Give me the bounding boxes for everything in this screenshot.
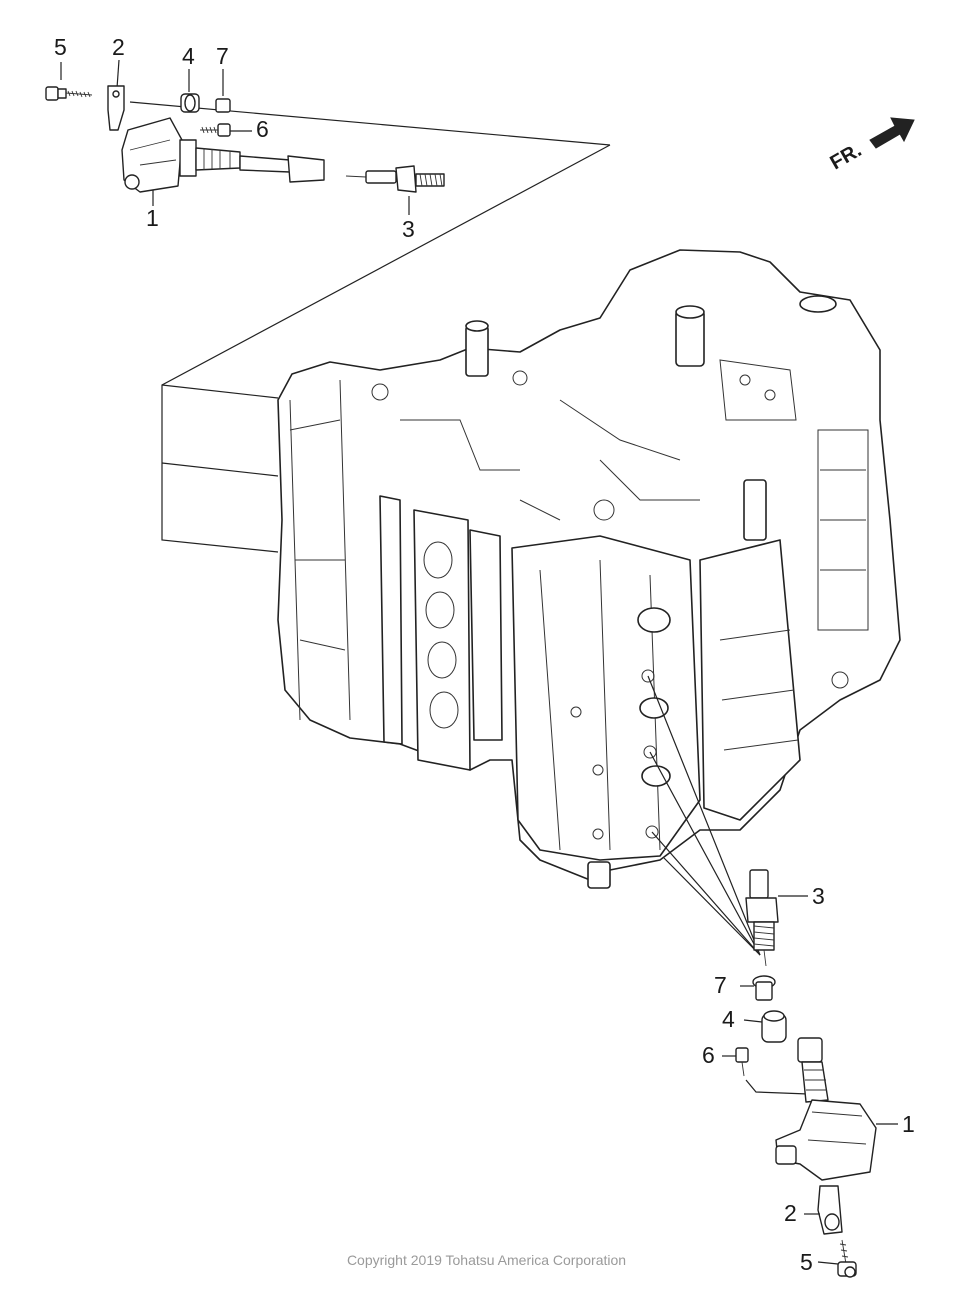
part-4-grommet (180, 93, 200, 113)
callout-top-3: 3 (402, 216, 415, 242)
copyright-notice: Copyright 2019 Tohatsu America Corporati… (346, 1252, 627, 1268)
front-arrow-icon (869, 117, 915, 149)
callout-top-7: 7 (216, 43, 229, 69)
bottom-part-4-grommet (761, 1010, 787, 1043)
part-3-spark-plug (345, 165, 445, 193)
callout-bottom-2: 2 (784, 1200, 797, 1226)
callout-top-2: 2 (112, 34, 125, 60)
part-5-bolt (45, 86, 93, 101)
bottom-part-6-bolt (735, 1047, 749, 1077)
bottom-part-2-bracket (817, 1185, 843, 1235)
callout-bottom-6: 6 (702, 1042, 715, 1068)
callout-top-5: 5 (54, 34, 67, 60)
bottom-part-3-spark-plug (745, 869, 779, 967)
part-7-collar (215, 98, 231, 113)
bottom-part-1-ignition-coil (775, 1037, 877, 1181)
callout-bottom-5: 5 (800, 1249, 813, 1275)
callout-top-1: 1 (146, 205, 159, 231)
callout-bottom-4: 4 (722, 1006, 735, 1032)
callout-top-4: 4 (182, 43, 195, 69)
part-2-bracket (107, 85, 125, 131)
top-exploded-assembly: 5 2 4 7 6 1 3 (45, 34, 611, 553)
front-direction-indicator: FR. (827, 117, 915, 174)
callout-top-6: 6 (256, 116, 269, 142)
engine-block (277, 249, 901, 889)
bottom-part-7-collar (752, 975, 776, 1001)
callout-bottom-7: 7 (714, 972, 727, 998)
part-6-bolt (200, 123, 231, 137)
callout-bottom-3: 3 (812, 883, 825, 909)
bottom-exploded-assembly: 3 7 4 6 1 (647, 675, 915, 1278)
part-1-ignition-coil (121, 117, 325, 193)
direction-label: FR. (827, 139, 866, 174)
callout-bottom-1: 1 (902, 1111, 915, 1137)
bottom-part-5-bolt (837, 1239, 857, 1278)
